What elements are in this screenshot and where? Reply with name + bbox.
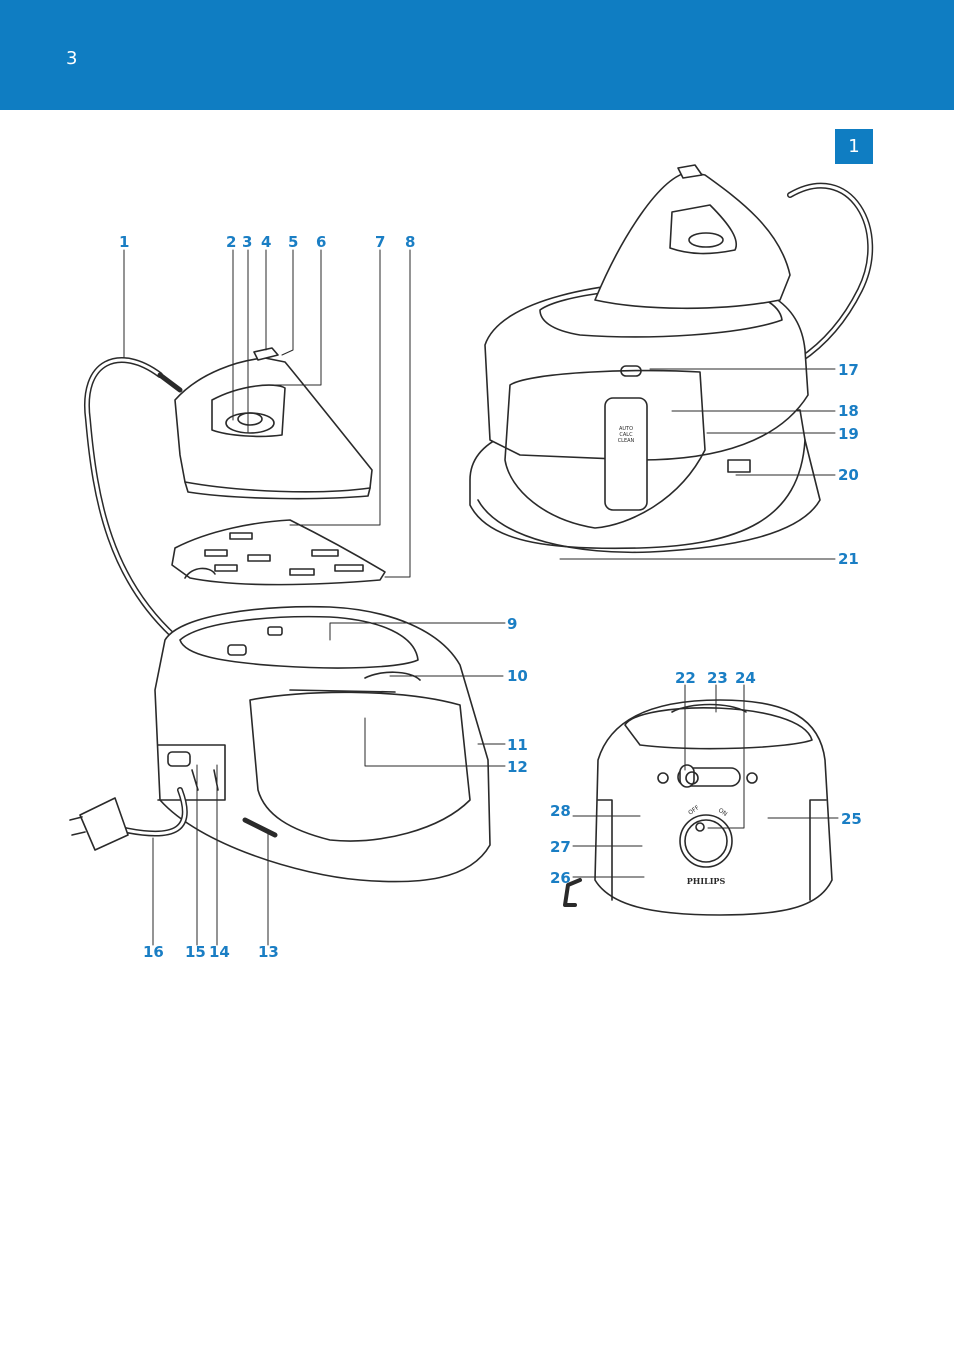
- callout-20: 20: [838, 466, 859, 484]
- callout-18: 18: [838, 402, 859, 420]
- callout-22: 22: [675, 669, 696, 687]
- page-number: 3: [66, 48, 78, 69]
- callout-4: 4: [261, 233, 272, 251]
- callout-14: 14: [209, 943, 230, 961]
- callout-9: 9: [507, 615, 518, 633]
- back-panel-view: OFF ON PHILIPS: [563, 699, 833, 916]
- svg-text:ON: ON: [717, 807, 729, 818]
- callout-8: 8: [405, 233, 416, 251]
- callout-7: 7: [375, 233, 386, 251]
- assembled-unit-right: AUTO CALC CLEAN: [469, 164, 874, 554]
- callout-11: 11: [507, 736, 528, 754]
- svg-text:AUTO: AUTO: [619, 426, 633, 432]
- soleplate-cover: [171, 519, 386, 586]
- callout-15: 15: [185, 943, 206, 961]
- callout-leaders: [123, 249, 839, 946]
- svg-text:CALC: CALC: [619, 432, 633, 438]
- svg-text:PHILIPS: PHILIPS: [687, 876, 726, 886]
- callout-25: 25: [841, 810, 862, 828]
- callout-10: 10: [507, 667, 528, 685]
- page-header-bar: 3: [0, 0, 954, 110]
- callout-5: 5: [288, 233, 299, 251]
- callout-23: 23: [707, 669, 728, 687]
- callout-3: 3: [242, 233, 253, 251]
- callout-12: 12: [507, 758, 528, 776]
- callout-2: 2: [226, 233, 237, 251]
- base-unit-left: [69, 605, 491, 883]
- callout-26: 26: [550, 869, 571, 887]
- iron-left: [83, 347, 373, 643]
- callout-27: 27: [550, 838, 571, 856]
- svg-text:CLEAN: CLEAN: [618, 438, 635, 444]
- callout-28: 28: [550, 802, 571, 820]
- callout-21: 21: [838, 550, 859, 568]
- callout-13: 13: [258, 943, 279, 961]
- callout-17: 17: [838, 361, 859, 379]
- callout-19: 19: [838, 425, 859, 443]
- callout-24: 24: [735, 669, 756, 687]
- figure-number-badge: 1: [835, 129, 873, 164]
- callout-6: 6: [316, 233, 327, 251]
- callout-16: 16: [143, 943, 164, 961]
- callout-1: 1: [119, 233, 130, 251]
